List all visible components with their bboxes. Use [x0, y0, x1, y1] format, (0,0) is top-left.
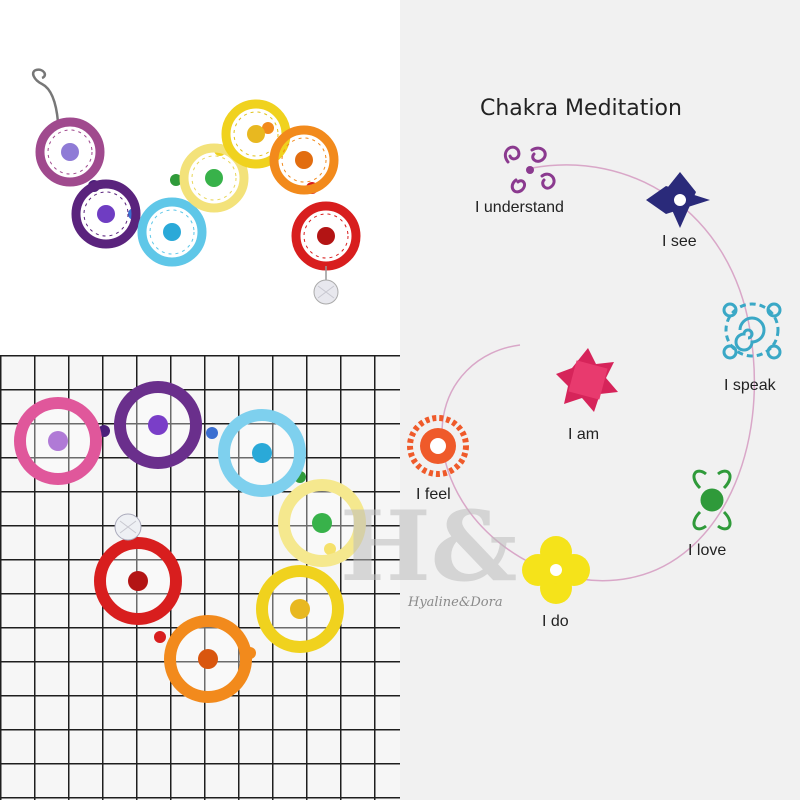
chakra-meditation-chart: Chakra Meditation I understand I see I s… — [400, 0, 800, 800]
product-photo-hanging — [0, 0, 400, 345]
crystal-prism-pendant — [313, 266, 339, 305]
dreamcatcher-chain-hanging-illustration — [31, 68, 361, 305]
chakra-label-speak: I speak — [724, 377, 777, 394]
metal-hook-icon — [31, 68, 60, 123]
chakra-label-feel: I feel — [416, 486, 451, 503]
chakra-label-am: I am — [568, 426, 599, 443]
dreamcatcher-ring-purple-light — [35, 117, 105, 187]
third-eye-star-icon — [646, 172, 710, 228]
spiral-connector-line — [441, 164, 756, 582]
sacral-sun-icon — [407, 415, 469, 477]
chart-title: Chakra Meditation — [480, 96, 682, 121]
chakra-diagram: Chakra Meditation I understand I see I s… — [407, 96, 782, 630]
root-flower-icon — [556, 348, 618, 412]
dreamcatcher-ring-lightblue — [137, 197, 207, 267]
heart-swirl-icon — [692, 469, 732, 531]
dreamcatcher-ring-purple — [71, 179, 141, 249]
grid-ring-lightblue — [218, 409, 306, 497]
grid-crystal-pendant — [114, 513, 142, 541]
chakra-label-understand: I understand — [475, 199, 564, 216]
chakra-label-do: I do — [542, 613, 569, 630]
product-photo-on-grid — [0, 355, 400, 800]
grid-ring-orange — [164, 615, 252, 703]
grid-ring-yellow — [256, 565, 344, 653]
grid-ring-pink — [14, 397, 102, 485]
chakra-label-see: I see — [662, 233, 697, 250]
watermark-logo: H& — [340, 490, 517, 603]
throat-swirl-icon — [722, 302, 782, 360]
crown-swirl-icon — [503, 145, 556, 194]
grid-ring-purple — [114, 381, 202, 469]
chakra-label-love: I love — [688, 542, 726, 559]
solar-plexus-flower-icon — [522, 536, 590, 604]
grid-ring-red — [94, 537, 182, 625]
dreamcatcher-ring-paleyellow — [179, 143, 249, 213]
dreamcatcher-ring-orange — [269, 125, 339, 195]
dreamcatcher-chain-grid-illustration — [0, 355, 400, 800]
grid-ring-paleyellow — [278, 479, 366, 567]
watermark-text: Hyaline&Dora — [407, 595, 503, 610]
